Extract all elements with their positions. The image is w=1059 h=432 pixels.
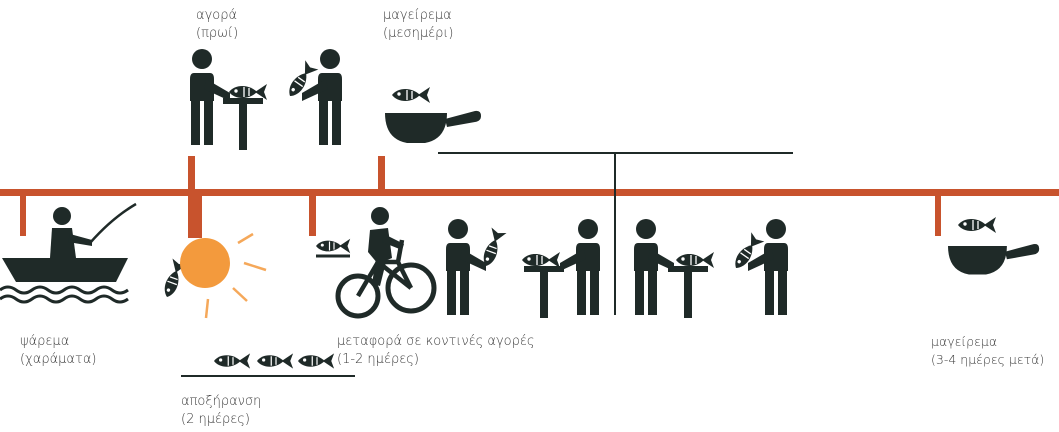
- label-market-morning: αγορά (πρωί): [196, 7, 238, 43]
- tick-fishing: [20, 196, 26, 236]
- fish-icon: [957, 216, 997, 234]
- fish-icon: [391, 86, 431, 104]
- timeline-bar: [0, 189, 1059, 196]
- dried-fish-icon: [213, 352, 335, 370]
- sun-icon: [180, 232, 267, 319]
- tick-cooking-noon: [378, 156, 385, 189]
- fish-icon: [675, 251, 715, 269]
- label-market-morning-line2: (πρωί): [196, 26, 239, 41]
- label-cooking-later-line2: (3-4 ημέρες μετά): [931, 352, 1045, 367]
- customer-icon: [302, 49, 342, 145]
- cooking-noon-scene: [385, 86, 481, 143]
- tick-cooking-later: [935, 196, 941, 236]
- market-morning-scene: [190, 49, 342, 150]
- label-market-morning-line1: αγορά: [196, 8, 238, 23]
- market-table-icon: [223, 98, 263, 150]
- label-fishing: ψάρεμα (χαράματα): [20, 333, 96, 369]
- tick-market-morning: [188, 156, 195, 189]
- label-drying-line2: (2 ημέρες): [181, 412, 250, 427]
- market-table-icon: [668, 266, 708, 318]
- label-cooking-later-line1: μαγείρεμα: [931, 334, 998, 349]
- label-fishing-line2: (χαράματα): [20, 352, 97, 367]
- cyclist-icon: [316, 207, 437, 319]
- fisherman-boat-icon: [0, 202, 137, 304]
- fish-icon: [228, 83, 268, 101]
- label-fishing-line1: ψάρεμα: [20, 334, 70, 349]
- label-cooking-noon-line1: μαγείρεμα: [383, 8, 452, 23]
- customer-icon: [748, 219, 788, 315]
- vendor-icon: [190, 49, 230, 145]
- fish-icon: [521, 251, 561, 269]
- cooking-later-scene: [948, 216, 1040, 275]
- timeline: [0, 156, 1059, 238]
- fish-icon: [728, 231, 765, 274]
- frying-pan-icon: [385, 110, 481, 143]
- vendor-icon: [446, 219, 486, 315]
- market-table-icon: [524, 266, 564, 318]
- customer-icon: [560, 219, 600, 315]
- label-drying: αποξήρανση (2 ημέρες): [181, 393, 261, 429]
- label-transport-line1: μεταφορά σε κοντινές αγορές: [337, 334, 535, 349]
- label-transport: μεταφορά σε κοντινές αγορές (1-2 ημέρες): [337, 333, 535, 369]
- fish-icon: [315, 238, 351, 254]
- label-cooking-noon: μαγείρεμα (μεσημέρι): [383, 7, 454, 43]
- tick-drying: [188, 196, 202, 238]
- frying-pan-icon: [948, 243, 1040, 275]
- market-nearby-scene: [446, 219, 600, 318]
- label-drying-line1: αποξήρανση: [181, 394, 262, 409]
- market-later-scene: [634, 219, 788, 318]
- label-transport-line2: (1-2 ημέρες): [337, 352, 419, 367]
- label-cooking-noon-line2: (μεσημέρι): [383, 26, 454, 41]
- label-cooking-later: μαγείρεμα (3-4 ημέρες μετά): [931, 333, 1044, 369]
- tick-transport: [309, 196, 316, 236]
